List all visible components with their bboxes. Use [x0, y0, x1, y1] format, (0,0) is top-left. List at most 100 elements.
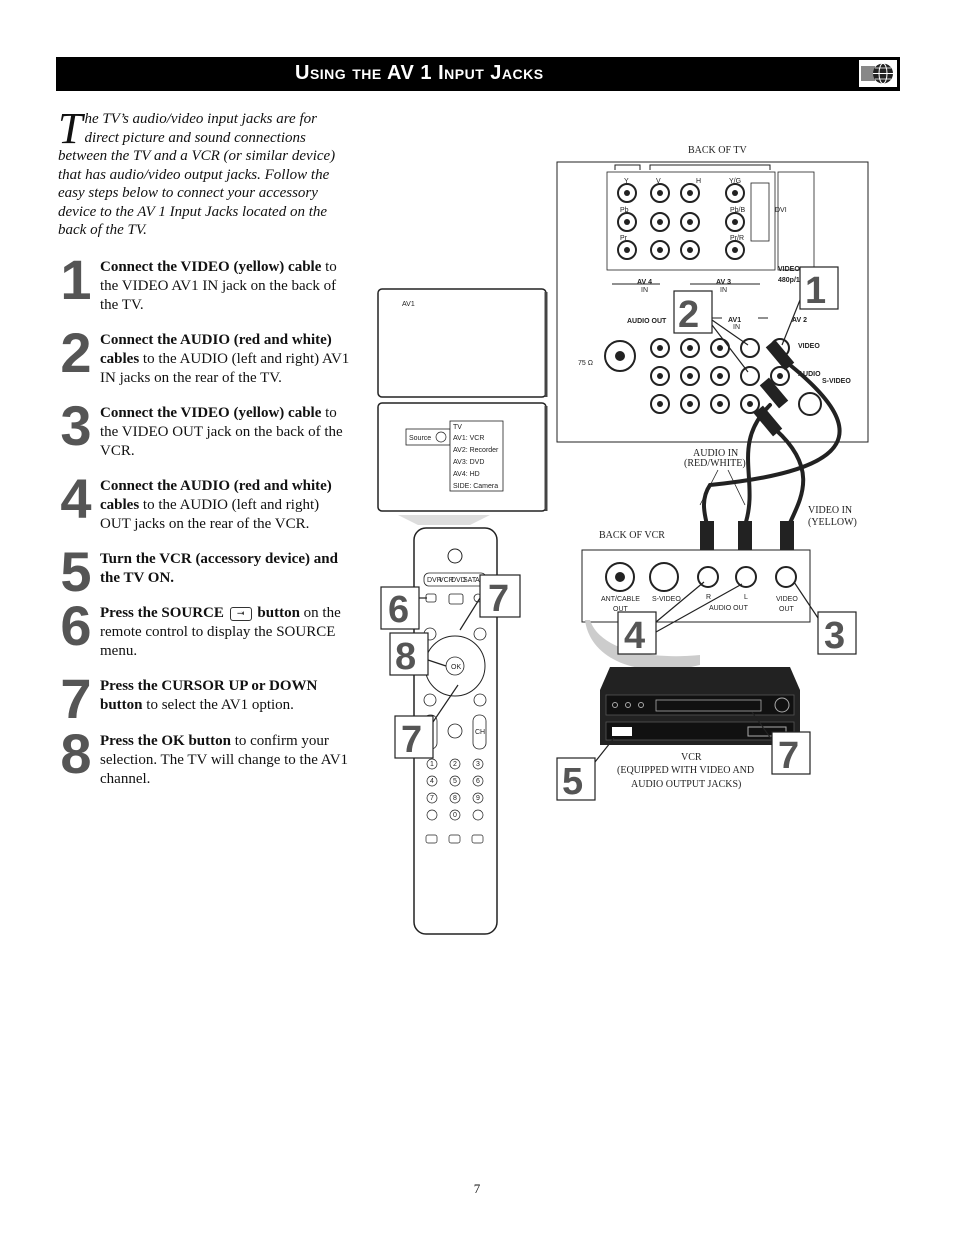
- callout-3-label: 3: [824, 615, 845, 657]
- step-body: to confirm your selection. The TV will c…: [100, 733, 349, 787]
- callout-5: 5: [556, 737, 615, 803]
- remote-tab-dvr: DVR: [427, 577, 442, 584]
- vcr-unit: [600, 667, 800, 745]
- digit-7: 7: [430, 795, 434, 802]
- av2-audio-label: AUDIO: [798, 371, 821, 378]
- vcr-ant-label: ANT/CABLE: [601, 596, 640, 603]
- jack-label-yg: Y/G: [729, 178, 741, 185]
- source-item-av4: AV4: HD: [453, 471, 480, 478]
- jack-label-y: Y: [624, 178, 629, 185]
- jack-label-pb: Pb: [620, 207, 629, 214]
- vcr-ant-out-label: OUT: [613, 606, 629, 613]
- vcr-audio-out-label: AUDIO OUT: [709, 605, 749, 612]
- av3-label: AV 3: [716, 279, 731, 286]
- av4-label: AV 4: [637, 279, 652, 286]
- callout-1: 1: [781, 266, 839, 346]
- digit-4: 4: [430, 778, 434, 785]
- av1-in-label: IN: [733, 324, 740, 331]
- video-label: VIDEO: [778, 266, 800, 273]
- vcr-caption-2: (EQUIPPED WITH VIDEO AND: [617, 765, 754, 776]
- step-number: 2: [60, 321, 92, 384]
- step-body: to the AUDIO (left and right) OUT jacks …: [100, 497, 320, 532]
- drop-cap: T: [58, 104, 83, 153]
- step-number: 1: [60, 248, 92, 311]
- step-body: to the AUDIO (left and right) AV1 IN jac…: [100, 351, 350, 386]
- audio-in-colors: (RED/WHITE): [684, 458, 746, 469]
- step-number: 6: [60, 594, 92, 657]
- step-bold: Press the SOURCE: [100, 605, 224, 621]
- step-bold: Connect the AUDIO (red and white) cables: [100, 332, 332, 367]
- tv-screen-av1: AV1: [377, 288, 548, 398]
- callout-6-label: 6: [388, 589, 409, 631]
- callout-5-label: 5: [562, 761, 583, 803]
- av2-video-label: VIDEO: [798, 343, 820, 350]
- jack-label-v: V: [656, 178, 661, 185]
- av1-label: AV1: [728, 317, 741, 324]
- svideo-label: S-VIDEO: [822, 378, 851, 385]
- globe-icon: [859, 60, 897, 87]
- vcr-svideo-label: S-VIDEO: [652, 596, 681, 603]
- callout-2-label: 2: [678, 294, 699, 336]
- digit-5: 5: [453, 778, 457, 785]
- callout-7a-label: 7: [488, 578, 509, 620]
- av4-in-label: IN: [641, 287, 648, 294]
- number-keypad: 1 2 3 4 5 6 7 8 9 0: [425, 758, 484, 844]
- vcr-caption-3: AUDIO OUTPUT JACKS): [631, 779, 741, 790]
- digit-1: 1: [430, 761, 434, 768]
- step-bold: Connect the VIDEO (yellow) cable: [100, 259, 322, 275]
- step-bold: Connect the AUDIO (red and white) cables: [100, 478, 332, 513]
- step-number: 8: [60, 722, 92, 785]
- jack-label-h: H: [696, 178, 701, 185]
- callout-7c-label: 7: [778, 735, 799, 777]
- source-button-icon: ⇥: [229, 606, 252, 621]
- digit-2: 2: [453, 761, 457, 768]
- back-of-tv-label: BACK OF TV: [688, 145, 747, 156]
- source-item-av3: AV3: DVD: [453, 459, 484, 466]
- source-item-av2: AV2: Recorder: [453, 447, 499, 454]
- section-banner: Using the AV 1 Input Jacks: [56, 57, 900, 91]
- vcr-video-out-label: OUT: [779, 606, 795, 613]
- vcr-back-panel: ANT/CABLE OUT S-VIDEO R L AUDIO OUT VIDE…: [581, 549, 811, 623]
- callout-7b-label: 7: [401, 719, 422, 761]
- av3-in-label: IN: [720, 287, 727, 294]
- tv-screen-source-menu: Source TV AV1: VCR AV2: Recorder AV3: DV…: [377, 402, 548, 512]
- callout-7-remote-top: 7: [459, 574, 521, 631]
- power-icon: [447, 548, 463, 564]
- callout-8: 8: [389, 632, 447, 678]
- step-bold: button: [253, 605, 300, 621]
- callout-3: 3: [793, 581, 857, 657]
- remote-tab-vcr: VCR: [439, 577, 454, 584]
- digit-9: 9: [476, 795, 480, 802]
- step-bold: Press the OK button: [100, 733, 231, 749]
- dvi-connector: [750, 182, 770, 242]
- source-item-side: SIDE: Camera: [453, 483, 498, 490]
- step-body: to the VIDEO AV1 IN jack on the back of …: [100, 259, 337, 313]
- vcr-caption-1: VCR: [681, 752, 702, 763]
- callout-2: 2: [673, 290, 749, 373]
- digit-3: 3: [476, 761, 480, 768]
- video-in-color: (YELLOW): [808, 517, 857, 528]
- step-bold: Press the CURSOR UP or DOWN button: [100, 678, 318, 713]
- callout-4-label: 4: [624, 615, 645, 657]
- step-number: 5: [60, 540, 92, 603]
- step-body: on the remote control to display the SOU…: [100, 605, 341, 659]
- source-button[interactable]: [425, 593, 437, 603]
- callout-6: 6: [380, 586, 427, 631]
- ok-label: OK: [451, 664, 461, 671]
- dvi-label: DVI: [775, 207, 787, 214]
- callout-7-vcr: 7: [751, 711, 811, 777]
- source-item-av1: AV1: VCR: [453, 435, 484, 442]
- callout-7-remote-bottom: 7: [394, 684, 459, 761]
- vcr-l-label: L: [744, 594, 748, 601]
- source-item-tv: TV: [453, 424, 462, 431]
- av2-label: AV 2: [792, 317, 807, 324]
- step-bold: Connect the VIDEO (yellow) cable: [100, 405, 322, 421]
- page-title: Using the AV 1 Input Jacks: [295, 62, 544, 84]
- vcr-video-label: VIDEO: [776, 596, 798, 603]
- intro-text: he TV’s audio/video input jacks are for …: [58, 111, 336, 238]
- av-input-jacks: [650, 338, 822, 416]
- step-bold: Turn the VCR (accessory device) and the …: [100, 551, 338, 586]
- step-body: to the VIDEO OUT jack on the back of the…: [100, 405, 343, 459]
